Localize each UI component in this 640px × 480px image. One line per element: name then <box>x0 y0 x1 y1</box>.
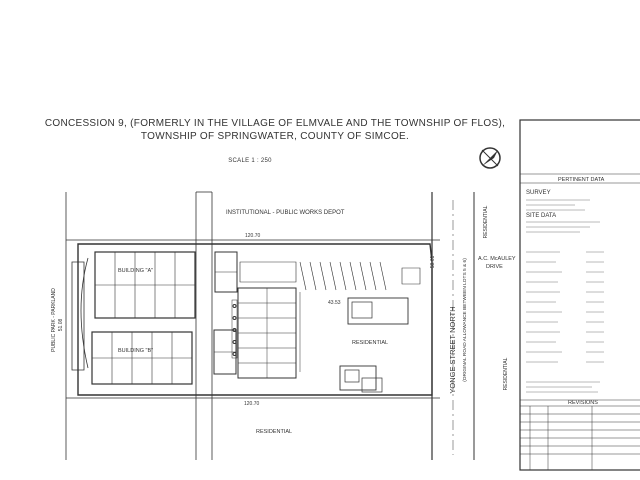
building-a-label: BUILDING "A" <box>118 268 153 274</box>
dim-right: 58.61 <box>430 256 436 269</box>
dim-top: 120.70 <box>245 233 261 239</box>
scale-label: SCALE 1 : 250 <box>228 158 272 164</box>
institutional-label: INSTITUTIONAL - PUBLIC WORKS DEPOT <box>226 210 345 216</box>
survey-label: SURVEY <box>526 190 551 196</box>
road-allowance-label: (ORIGINAL ROAD ALLOWANCE BETWEEN LOTS 5 … <box>462 258 468 382</box>
parking-area <box>231 287 301 379</box>
yonge-street-road <box>431 192 475 460</box>
property-boundary <box>66 239 440 399</box>
dim-mid: 43.53 <box>328 300 341 306</box>
lot-lines <box>65 191 213 460</box>
residential-bottom-label: RESIDENTIAL <box>256 429 292 435</box>
park-area <box>71 257 89 371</box>
pertinent-data-label: PERTINENT DATA <box>558 177 605 183</box>
building-b-label: BUILDING "B" <box>118 348 153 354</box>
revisions-label: REVISIONS <box>568 400 598 406</box>
north-arrow-icon <box>479 147 501 169</box>
dim-bottom: 120.70 <box>244 401 260 407</box>
park-label: PUBLIC PARK - PARKLAND <box>51 288 57 352</box>
site-data-label: SITE DATA <box>526 213 556 219</box>
residential-right-top-label: RESIDENTIAL <box>483 205 489 238</box>
mckinley-label-1: A.C. McAULEY <box>478 256 516 262</box>
title-line-2: TOWNSHIP OF SPRINGWATER, COUNTY OF SIMCO… <box>140 131 410 142</box>
title-block <box>519 119 640 471</box>
building-a <box>94 251 238 319</box>
title-line-1: CONCESSION 9, (FORMERLY IN THE VILLAGE O… <box>44 118 506 129</box>
building-b <box>91 329 237 385</box>
residential-right-bottom-label: RESIDENTIAL <box>503 357 509 390</box>
parking-stalls <box>239 261 421 291</box>
residential-mid-label: RESIDENTIAL <box>352 340 388 346</box>
mckinley-label-2: DRIVE <box>486 264 503 270</box>
yonge-street-label: YONGE STREET NORTH <box>448 306 457 393</box>
dim-left: 51.08 <box>58 319 64 332</box>
residential-lots <box>339 297 409 393</box>
